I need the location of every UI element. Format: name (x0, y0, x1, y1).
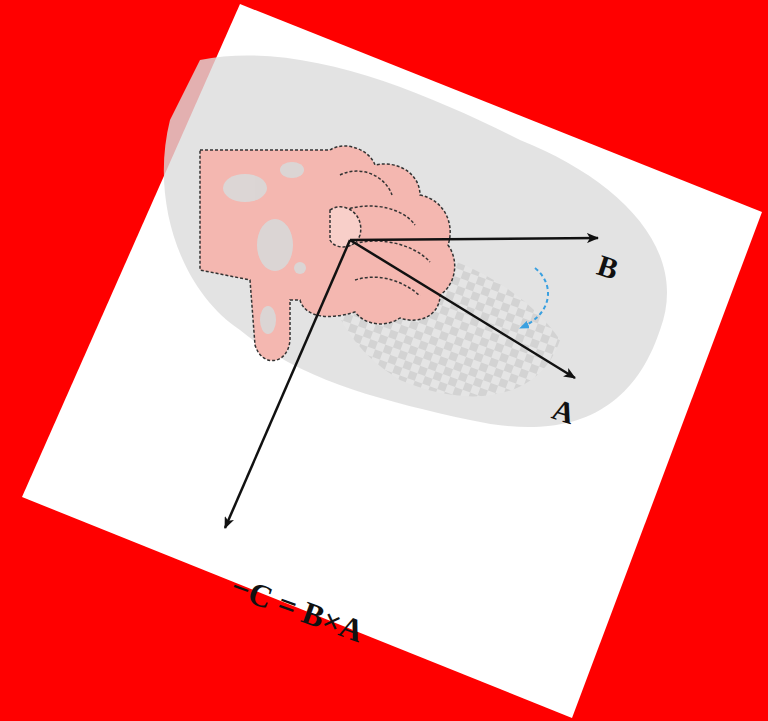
hand-highlights (223, 162, 306, 334)
white-card (22, 4, 762, 718)
rotation-arrow (520, 268, 548, 328)
vector-a (350, 240, 575, 378)
hand (200, 146, 455, 361)
vector-minus-c (225, 240, 350, 528)
shadow-cloud (164, 55, 667, 427)
vector-b (350, 238, 598, 240)
